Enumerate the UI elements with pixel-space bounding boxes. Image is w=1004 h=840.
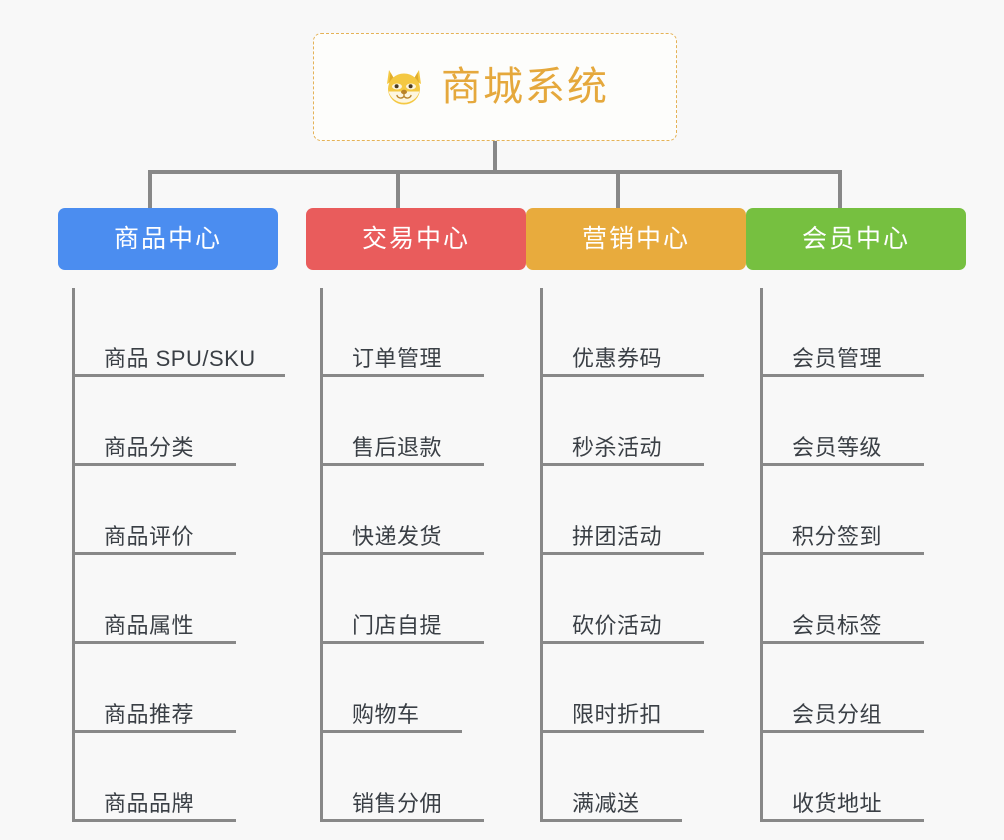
category-box-marketing[interactable]: 营销中心 (526, 208, 746, 270)
leaf-list-marketing: 优惠券码 秒杀活动 拼团活动 砍价活动 限时折扣 满减送 (526, 288, 746, 822)
leaf-underline (320, 463, 484, 466)
category-box-product[interactable]: 商品中心 (58, 208, 278, 270)
leaf-item[interactable]: 限时折扣 (540, 644, 746, 733)
leaf-label: 商品推荐 (104, 701, 195, 727)
leaf-underline (760, 374, 924, 377)
leaf-underline (320, 641, 484, 644)
leaf-item[interactable]: 商品评价 (72, 466, 278, 555)
leaf-label: 拼团活动 (572, 523, 663, 549)
column-marketing: 营销中心 优惠券码 秒杀活动 拼团活动 砍价活动 限时折扣 (526, 208, 746, 822)
leaf-underline (540, 552, 704, 555)
connector-branch-trade (396, 170, 400, 210)
leaf-label: 优惠券码 (572, 345, 663, 371)
leaf-label: 砍价活动 (572, 612, 663, 638)
leaf-underline (320, 819, 484, 822)
leaf-label: 商品 SPU/SKU (104, 345, 256, 371)
leaf-underline (72, 374, 285, 377)
leaf-label: 会员分组 (792, 701, 883, 727)
connector-horizontal-bus (148, 170, 842, 174)
leaf-underline (320, 552, 484, 555)
leaf-item[interactable]: 售后退款 (320, 377, 526, 466)
leaf-underline (72, 819, 236, 822)
root-title: 商城系统 (441, 65, 609, 109)
category-label-member: 会员中心 (801, 224, 910, 253)
leaf-underline (540, 463, 704, 466)
leaf-label: 售后退款 (352, 434, 443, 460)
category-label-product: 商品中心 (113, 224, 222, 253)
column-product: 商品中心 商品 SPU/SKU 商品分类 商品评价 商品属性 商品推荐 (58, 208, 285, 822)
connector-branch-product (148, 170, 152, 210)
leaf-list-member: 会员管理 会员等级 积分签到 会员标签 会员分组 收货地址 (746, 288, 966, 822)
leaf-label: 秒杀活动 (572, 434, 663, 460)
leaf-item[interactable]: 积分签到 (760, 466, 966, 555)
category-box-member[interactable]: 会员中心 (746, 208, 966, 270)
leaf-item[interactable]: 会员等级 (760, 377, 966, 466)
leaf-label: 商品品牌 (104, 790, 195, 816)
leaf-underline (72, 730, 236, 733)
leaf-item[interactable]: 优惠券码 (540, 288, 746, 377)
leaf-label: 商品评价 (104, 523, 195, 549)
leaf-item[interactable]: 会员标签 (760, 555, 966, 644)
connector-root-vertical (493, 141, 497, 173)
connector-branch-member (838, 170, 842, 210)
leaf-item[interactable]: 满减送 (540, 733, 746, 822)
leaf-label: 订单管理 (352, 345, 443, 371)
leaf-label: 限时折扣 (572, 701, 663, 727)
leaf-label: 会员标签 (792, 612, 883, 638)
leaf-underline (540, 730, 704, 733)
leaf-item[interactable]: 门店自提 (320, 555, 526, 644)
leaf-item[interactable]: 会员管理 (760, 288, 966, 377)
shiba-dog-face-icon (381, 64, 427, 110)
category-label-marketing: 营销中心 (581, 224, 690, 253)
leaf-label: 门店自提 (352, 612, 443, 638)
leaf-label: 积分签到 (792, 523, 883, 549)
leaf-underline (72, 641, 236, 644)
leaf-item[interactable]: 订单管理 (320, 288, 526, 377)
leaf-item[interactable]: 秒杀活动 (540, 377, 746, 466)
leaf-list-trade: 订单管理 售后退款 快递发货 门店自提 购物车 销售分佣 (306, 288, 526, 822)
leaf-item[interactable]: 会员分组 (760, 644, 966, 733)
column-trade: 交易中心 订单管理 售后退款 快递发货 门店自提 购物车 (306, 208, 526, 822)
leaf-label: 会员管理 (792, 345, 883, 371)
category-label-trade: 交易中心 (361, 224, 470, 253)
leaf-label: 购物车 (352, 701, 420, 727)
leaf-item[interactable]: 购物车 (320, 644, 526, 733)
leaf-item[interactable]: 商品 SPU/SKU (72, 288, 285, 377)
leaf-item[interactable]: 收货地址 (760, 733, 966, 822)
leaf-underline (760, 819, 924, 822)
leaf-item[interactable]: 商品品牌 (72, 733, 278, 822)
leaf-label: 满减送 (572, 790, 640, 816)
leaf-underline (760, 552, 924, 555)
leaf-label: 快递发货 (352, 523, 443, 549)
leaf-item[interactable]: 快递发货 (320, 466, 526, 555)
leaf-underline (320, 374, 484, 377)
column-member: 会员中心 会员管理 会员等级 积分签到 会员标签 会员分组 (746, 208, 966, 822)
leaf-item[interactable]: 拼团活动 (540, 466, 746, 555)
leaf-underline (760, 463, 924, 466)
leaf-item[interactable]: 商品推荐 (72, 644, 278, 733)
leaf-label: 商品分类 (104, 434, 195, 460)
leaf-label: 销售分佣 (352, 790, 443, 816)
leaf-underline (540, 641, 704, 644)
root-node-商城系统[interactable]: 商城系统 (313, 33, 677, 141)
leaf-item[interactable]: 商品属性 (72, 555, 278, 644)
leaf-underline (540, 374, 704, 377)
leaf-underline (760, 730, 924, 733)
leaf-underline (72, 552, 236, 555)
leaf-underline (320, 730, 462, 733)
leaf-item[interactable]: 砍价活动 (540, 555, 746, 644)
leaf-underline (760, 641, 924, 644)
leaf-underline (72, 463, 236, 466)
leaf-label: 商品属性 (104, 612, 195, 638)
leaf-list-product: 商品 SPU/SKU 商品分类 商品评价 商品属性 商品推荐 商品品牌 (58, 288, 285, 822)
leaf-label: 收货地址 (792, 790, 883, 816)
connector-branch-marketing (616, 170, 620, 210)
leaf-item[interactable]: 商品分类 (72, 377, 278, 466)
category-box-trade[interactable]: 交易中心 (306, 208, 526, 270)
leaf-label: 会员等级 (792, 434, 883, 460)
leaf-underline (540, 819, 682, 822)
leaf-item[interactable]: 销售分佣 (320, 733, 526, 822)
